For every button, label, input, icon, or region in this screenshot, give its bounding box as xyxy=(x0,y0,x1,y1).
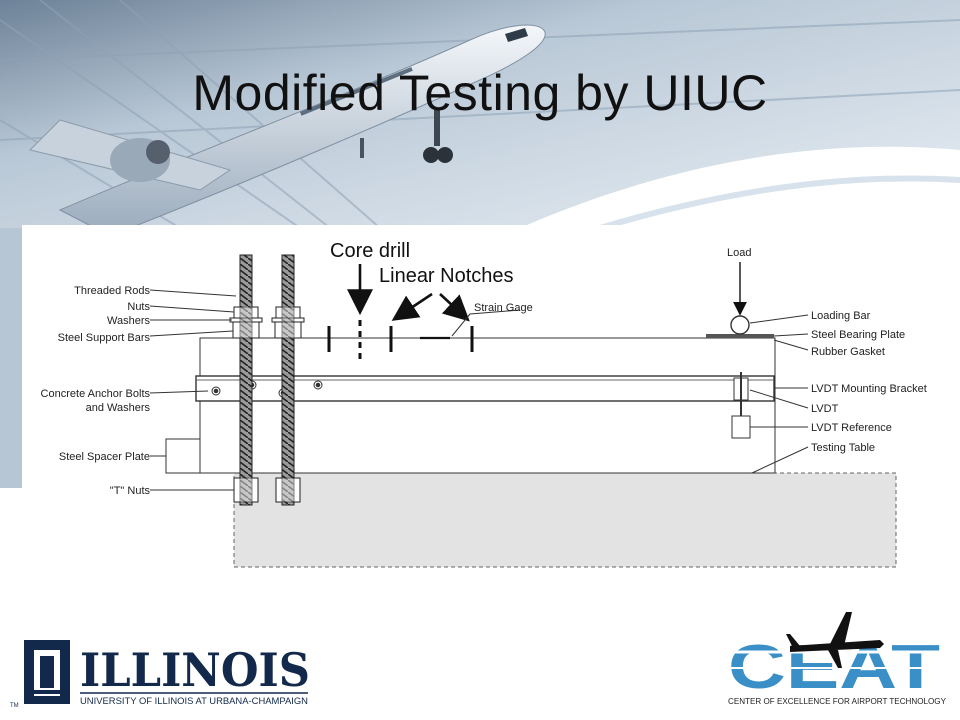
concrete-specimen xyxy=(199,337,776,474)
lvdt-reference xyxy=(731,415,751,439)
airplane-icon xyxy=(786,612,884,668)
loading-bar xyxy=(730,315,750,335)
label-and-washers: and Washers xyxy=(86,402,151,414)
label-rubber-gasket: Rubber Gasket xyxy=(811,346,885,358)
label-steel-spacer-plate: Steel Spacer Plate xyxy=(59,451,150,463)
label-washers: Washers xyxy=(107,315,150,327)
slide-title: Modified Testing by UIUC xyxy=(192,65,768,121)
annotation-core-drill: Core drill xyxy=(330,240,411,262)
label-t-nuts: "T" Nuts xyxy=(110,485,151,497)
label-loading-bar: Loading Bar xyxy=(811,310,871,322)
label-steel-bearing-plate: Steel Bearing Plate xyxy=(811,329,905,341)
label-strain-gage: Strain Gage xyxy=(474,302,533,314)
label-testing-table: Testing Table xyxy=(811,442,875,454)
label-nuts: Nuts xyxy=(127,301,150,313)
tm-mark: TM xyxy=(10,703,19,709)
steel-bearing-plate xyxy=(706,334,774,338)
label-lvdt-mounting-bracket: LVDT Mounting Bracket xyxy=(811,383,927,395)
label-load: Load xyxy=(727,247,751,259)
illinois-wordmark: ILLINOIS xyxy=(80,643,310,697)
label-lvdt-reference: LVDT Reference xyxy=(811,422,892,434)
label-concrete-anchor-bolts: Concrete Anchor Bolts xyxy=(41,388,151,400)
label-lvdt: LVDT xyxy=(811,403,839,415)
ceat-subtitle: CENTER OF EXCELLENCE FOR AIRPORT TECHNOL… xyxy=(728,697,947,706)
annotation-linear-notches: Linear Notches xyxy=(379,265,514,287)
testing-table xyxy=(233,472,897,568)
illinois-logo: ILLINOIS UNIVERSITY OF ILLINOIS AT URBAN… xyxy=(10,640,310,709)
label-steel-support-bars: Steel Support Bars xyxy=(58,332,151,344)
label-threaded-rods: Threaded Rods xyxy=(74,285,150,297)
ceat-logo: CEAT CENTER OF EXCELLENCE FOR AIRPORT TE… xyxy=(728,612,947,706)
illinois-subtitle: UNIVERSITY OF ILLINOIS AT URBANA-CHAMPAI… xyxy=(80,696,308,706)
